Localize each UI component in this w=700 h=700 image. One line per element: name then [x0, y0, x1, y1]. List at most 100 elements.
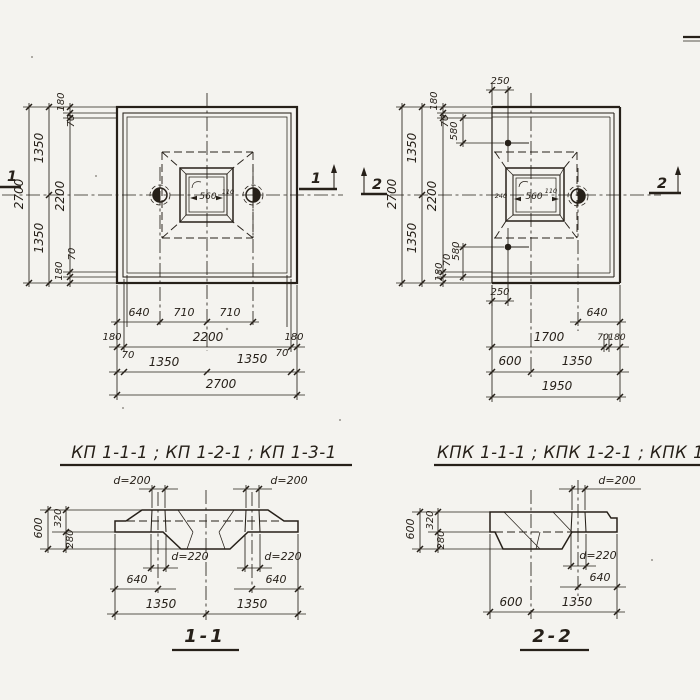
- scan-speck: [122, 407, 124, 409]
- hole-dim-label: d=200: [113, 474, 150, 487]
- extension-lines: [116, 275, 298, 400]
- dimension-ticks: [25, 103, 74, 287]
- section2-bottom-dimensions: 640 600 1350: [483, 534, 626, 619]
- dim-label: 70: [66, 115, 77, 128]
- dim-label: 600: [404, 519, 417, 540]
- socket-corner-bevels: [505, 167, 565, 222]
- hole-dimension-ticks: [147, 485, 264, 572]
- hole-dimension-lines: [139, 488, 272, 569]
- plan1-left-dimensions: 2700 1350 1350 180 70 2200 70 180: [12, 92, 117, 287]
- dim-label: 1350: [562, 595, 593, 609]
- hole-shading: [578, 189, 585, 203]
- dim-label: 1350: [237, 597, 268, 611]
- section-title: 2-2: [532, 626, 574, 647]
- socket-edge-label: 110: [545, 187, 557, 195]
- scan-artifacts: [31, 35, 700, 561]
- arrowhead: [331, 164, 337, 173]
- dimension-lines: [419, 508, 439, 553]
- dim-label: 2700: [385, 178, 399, 209]
- center-lines: [390, 93, 661, 377]
- dim-label: 2700: [206, 377, 237, 391]
- socket-top-edge: [505, 167, 565, 222]
- dim-arrow-right: [216, 195, 223, 201]
- product-marks-header: КПК 1-1-1 ; КПК 1-2-1 ; КПК 1-3-1: [437, 443, 700, 462]
- hole-walls: [570, 511, 587, 533]
- socket-width-label: 560: [199, 192, 216, 202]
- dim-label: 180: [429, 91, 440, 110]
- hole-shading: [253, 188, 260, 202]
- dim-label: 180: [102, 332, 121, 343]
- dim-label: 600: [500, 595, 523, 609]
- socket-left-label: 240: [495, 192, 507, 200]
- dimension-ticks: [111, 585, 302, 618]
- dim-arrow-right: [552, 196, 559, 202]
- dim-label: 1350: [405, 132, 419, 163]
- dim-label: 2200: [193, 330, 224, 344]
- plan2-bottom-dimensions: 640 1700 70 180 600 1350 1950: [486, 285, 629, 402]
- section-mark-label: 1: [311, 171, 321, 187]
- dim-label: 320: [53, 508, 64, 527]
- dim-arrow-left: [190, 195, 197, 201]
- dimension-lines: [47, 506, 67, 553]
- section-title: 1-1: [184, 626, 226, 647]
- arrowhead: [361, 167, 367, 176]
- dim-label: 1350: [32, 132, 46, 163]
- socket-width-label: 560: [525, 192, 542, 202]
- dim-label: 2200: [425, 180, 439, 211]
- dim-label: 180: [284, 332, 303, 343]
- dim-label: 600: [32, 518, 45, 539]
- product-marks-header: КП 1-1-1 ; КП 1-2-1 ; КП 1-3-1: [71, 443, 336, 462]
- arrowhead: [675, 166, 681, 175]
- dim-label: 70: [440, 115, 451, 128]
- section-mark-2-right: 2: [649, 166, 681, 195]
- hole-dim-label: d=220: [171, 550, 208, 563]
- hole-dim-label: d=200: [270, 474, 307, 487]
- socket-mid-edge: [185, 173, 228, 216]
- dimension-ticks: [398, 103, 467, 287]
- plan2-left-dimensions: 2700 1350 1350 180 70 2200 70 180 580 58…: [385, 91, 504, 287]
- section1-bottom-dimensions: 640 640 1350 1350: [107, 534, 306, 620]
- dim-label: 640: [587, 306, 608, 319]
- dim-label: 70: [276, 348, 289, 359]
- dim-label: 710: [174, 306, 195, 319]
- dim-label: 1350: [237, 352, 268, 366]
- section-mark-2-left: 2: [361, 167, 387, 196]
- dim-label: 1350: [562, 354, 593, 368]
- dim-label: 250: [490, 287, 509, 298]
- dim-label: 600: [499, 354, 522, 368]
- socket-slope-lines: [503, 511, 573, 550]
- hole-extension-lines: [150, 485, 261, 572]
- hole-dimension-ticks: [567, 485, 590, 570]
- dim-label: 70: [442, 254, 453, 267]
- dim-label: 640: [129, 306, 150, 319]
- dim-label: 640: [590, 571, 611, 584]
- dim-label: 1950: [542, 379, 573, 393]
- hole-dim-label: d=200: [598, 474, 635, 487]
- section-mark-label: 2: [657, 176, 667, 192]
- dim-label: 320: [425, 510, 436, 529]
- dimension-lines: [109, 321, 305, 396]
- scan-speck: [95, 175, 97, 177]
- plan1-bottom-dimensions: 640 710 710 180 2200 180 70 1350 1350 70…: [102, 275, 305, 400]
- dimension-lines: [483, 586, 626, 613]
- dim-label: 280: [65, 529, 76, 548]
- socket-edge-label: 110: [222, 188, 234, 196]
- socket-corner-bevels: [179, 167, 234, 223]
- hole-extension-lines: [570, 485, 587, 570]
- dimension-ticks: [44, 506, 70, 553]
- section-view-2: КПК 1-1-1 ; КПК 1-2-1 ; КПК 1-3-1 d=200 …: [404, 443, 700, 652]
- scan-speck: [31, 56, 33, 58]
- socket-bottom-edge: [188, 176, 225, 213]
- center-lines: [2, 93, 343, 351]
- extension-lines: [114, 534, 299, 620]
- dim-label: 710: [220, 306, 241, 319]
- hole-dim-label: d=220: [579, 549, 616, 562]
- section-mark-label: 1: [7, 169, 17, 185]
- dim-label: 1350: [146, 597, 177, 611]
- hole-walls: [150, 509, 261, 533]
- dim-arrow-left: [514, 196, 521, 202]
- dim-label: 180: [608, 333, 625, 343]
- dim-label: 580: [449, 121, 460, 140]
